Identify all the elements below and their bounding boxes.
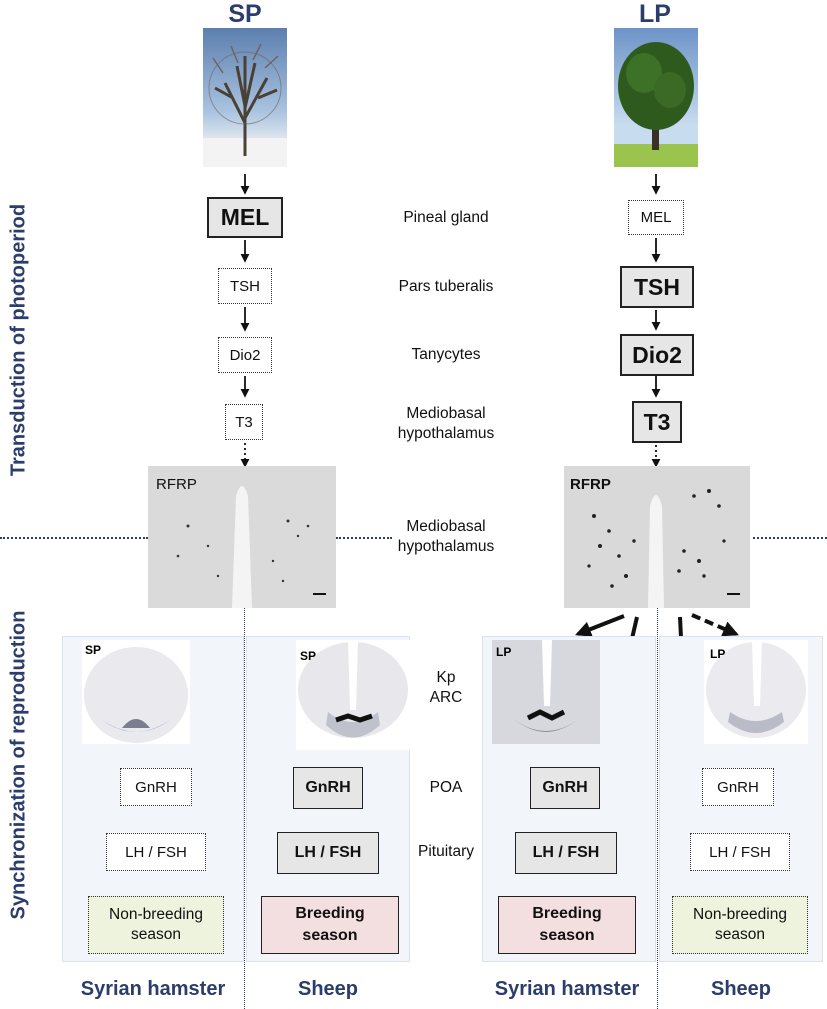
species-sheep-lp: Sheep bbox=[710, 978, 772, 1000]
kp-micrograph-sheep-sp: SP bbox=[296, 640, 410, 750]
header-sp: SP bbox=[228, 0, 262, 28]
kp-micrograph-sheep-lp-label: LP bbox=[710, 647, 725, 661]
label-pituitary: Pituitary bbox=[418, 843, 474, 860]
tree-winter-image bbox=[203, 28, 287, 167]
label-mediobasal-1-line2: hypothalamus bbox=[397, 425, 495, 442]
kp-micrograph-sheep-sp-label: SP bbox=[300, 649, 316, 663]
label-mediobasal-1-line1: Mediobasal bbox=[406, 405, 486, 422]
c1-season-line1: Non-breeding bbox=[109, 906, 203, 923]
divider-right bbox=[748, 537, 827, 539]
arrow-lp-to-kp-sheep bbox=[691, 613, 739, 637]
c2-season-line2: season bbox=[302, 927, 358, 944]
c4-season-line2: season bbox=[715, 926, 765, 943]
lp-tsh-box: TSH bbox=[620, 266, 694, 308]
sp-dio2-box: Dio2 bbox=[218, 337, 272, 373]
arrow-lp-to-kp bbox=[575, 614, 625, 637]
lp-mel-box: MEL bbox=[628, 200, 684, 235]
label-kp: Kp bbox=[436, 669, 456, 686]
kp-micrograph-hamster-sp: SP bbox=[82, 640, 190, 744]
sp-t3-box: T3 bbox=[225, 404, 263, 440]
c1-season-box: Non-breeding season bbox=[88, 896, 224, 954]
column-divider-right bbox=[657, 608, 658, 1009]
label-pars-tuberalis: Pars tuberalis bbox=[398, 278, 494, 295]
c1-lhfsh-box: LH / FSH bbox=[106, 833, 206, 871]
species-sheep-sp: Sheep bbox=[297, 978, 359, 1000]
c4-season-box: Non-breeding season bbox=[672, 896, 808, 954]
rfrp-micrograph-sp: RFRP bbox=[148, 466, 336, 608]
c2-lhfsh-box: LH / FSH bbox=[277, 832, 379, 874]
label-mediobasal-2: Mediobasal hypothalamus bbox=[370, 517, 522, 557]
divider-middle bbox=[336, 537, 392, 539]
c2-season-box: Breeding season bbox=[261, 896, 399, 954]
kp-micrograph-hamster-lp-label: LP bbox=[496, 645, 511, 659]
species-hamster-lp: Syrian hamster bbox=[494, 978, 640, 1000]
sp-tsh-box: TSH bbox=[218, 268, 272, 304]
divider-left bbox=[0, 537, 148, 539]
sp-mel-box: MEL bbox=[207, 197, 283, 238]
label-poa: POA bbox=[429, 779, 463, 796]
rfrp-label-lp: RFRP bbox=[570, 476, 611, 493]
c3-season-box: Breeding season bbox=[498, 896, 636, 954]
c4-gnrh-box: GnRH bbox=[702, 768, 774, 806]
c3-season-line1: Breeding bbox=[532, 905, 602, 922]
side-label-synchronization: Synchronization of reproduction bbox=[7, 610, 30, 920]
label-mediobasal-1: Mediobasal hypothalamus bbox=[370, 404, 522, 444]
c4-season-line1: Non-breeding bbox=[693, 906, 787, 923]
c3-season-line2: season bbox=[539, 927, 595, 944]
label-tanycytes: Tanycytes bbox=[411, 346, 481, 363]
c1-season-line2: season bbox=[131, 926, 181, 943]
rfrp-micrograph-lp: RFRP bbox=[564, 466, 750, 608]
tree-summer-image bbox=[614, 28, 698, 167]
label-pineal-gland: Pineal gland bbox=[403, 209, 489, 226]
species-hamster-sp: Syrian hamster bbox=[80, 978, 226, 1000]
rfrp-label-sp: RFRP bbox=[156, 476, 197, 493]
c2-season-line1: Breeding bbox=[295, 905, 365, 922]
c3-lhfsh-box: LH / FSH bbox=[515, 832, 617, 874]
label-arc: ARC bbox=[429, 689, 463, 706]
column-divider-left bbox=[244, 608, 245, 1009]
kp-micrograph-hamster-sp-label: SP bbox=[85, 643, 101, 657]
label-kp-arc: Kp ARC bbox=[410, 668, 482, 708]
c2-gnrh-box: GnRH bbox=[293, 767, 363, 809]
c4-lhfsh-box: LH / FSH bbox=[690, 833, 790, 871]
lp-t3-box: T3 bbox=[632, 401, 682, 443]
lp-dio2-box: Dio2 bbox=[620, 334, 694, 376]
label-mediobasal-2-line2: hypothalamus bbox=[397, 538, 495, 555]
side-label-transduction: Transduction of photoperiod bbox=[7, 203, 30, 477]
c3-gnrh-box: GnRH bbox=[530, 767, 600, 809]
kp-micrograph-hamster-lp: LP bbox=[492, 640, 600, 744]
label-mediobasal-2-line1: Mediobasal bbox=[406, 518, 486, 535]
c1-gnrh-box: GnRH bbox=[120, 768, 192, 806]
header-lp: LP bbox=[639, 0, 671, 28]
kp-micrograph-sheep-lp: LP bbox=[704, 640, 808, 744]
